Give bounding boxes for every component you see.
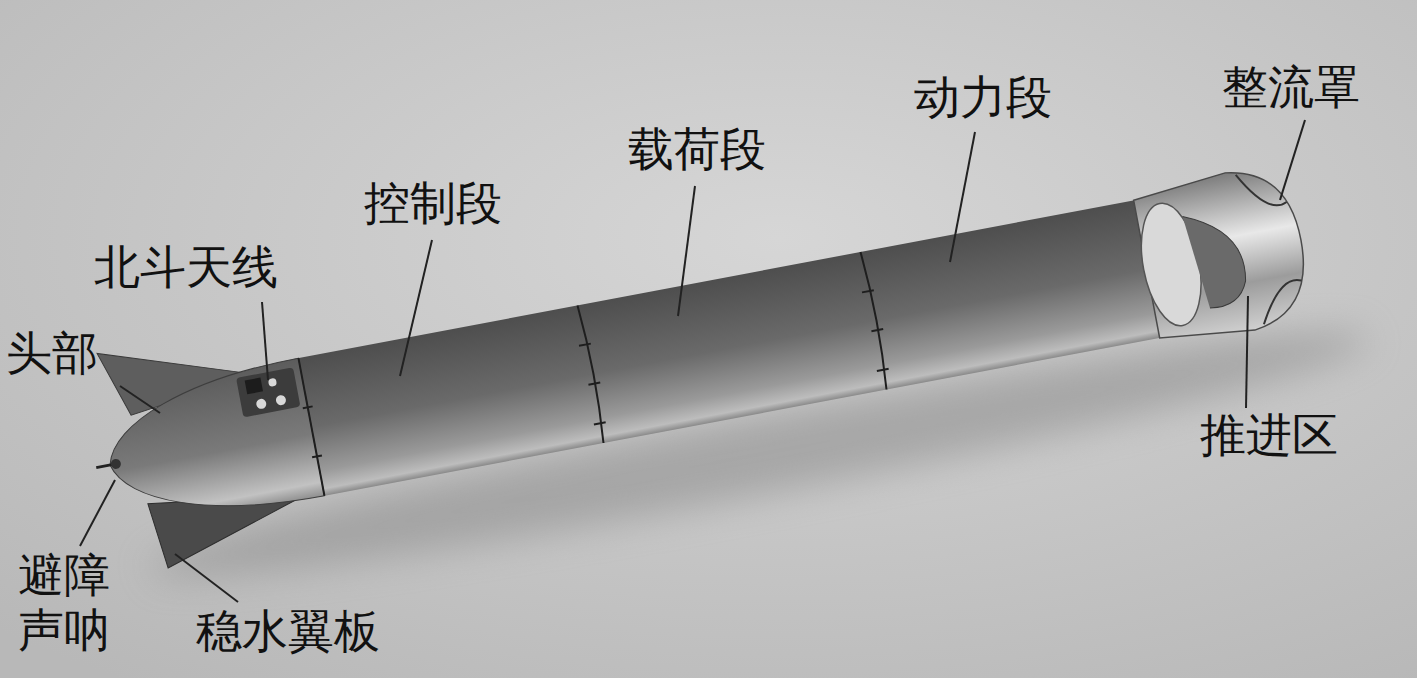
part-label: 整流罩 bbox=[1222, 60, 1360, 115]
leader-line bbox=[120, 386, 160, 413]
part-label: 推进区 bbox=[1200, 408, 1338, 463]
part-label: 头部 bbox=[6, 326, 98, 381]
nose-cone bbox=[97, 358, 324, 534]
leader-line bbox=[1246, 296, 1248, 408]
leader-line bbox=[80, 480, 115, 546]
leader-line bbox=[678, 186, 695, 316]
antenna bbox=[245, 378, 263, 395]
part-label: 避障 声呐 bbox=[18, 548, 124, 658]
hull bbox=[294, 199, 1165, 496]
leader-line bbox=[950, 132, 975, 262]
leader-line bbox=[1280, 120, 1305, 200]
part-label: 载荷段 bbox=[628, 122, 766, 177]
section-seams bbox=[294, 250, 895, 496]
leader-line bbox=[175, 554, 238, 602]
part-label: 北斗天线 bbox=[94, 240, 278, 295]
part-label: 稳水翼板 bbox=[196, 604, 380, 659]
part-label: 动力段 bbox=[914, 70, 1052, 125]
leader-line bbox=[400, 240, 432, 376]
shroud-edge bbox=[1257, 279, 1308, 324]
shroud-edge bbox=[1236, 167, 1287, 212]
fairing bbox=[1132, 161, 1316, 347]
antenna-dot bbox=[255, 398, 267, 410]
sonar bbox=[110, 458, 122, 470]
leader-lines bbox=[80, 120, 1305, 602]
part-label: 控制段 bbox=[364, 176, 502, 231]
vehicle bbox=[75, 121, 1375, 615]
propeller bbox=[1183, 207, 1251, 311]
antenna-dot bbox=[275, 394, 287, 406]
antenna-dot bbox=[268, 378, 277, 387]
leader-line bbox=[262, 302, 268, 380]
